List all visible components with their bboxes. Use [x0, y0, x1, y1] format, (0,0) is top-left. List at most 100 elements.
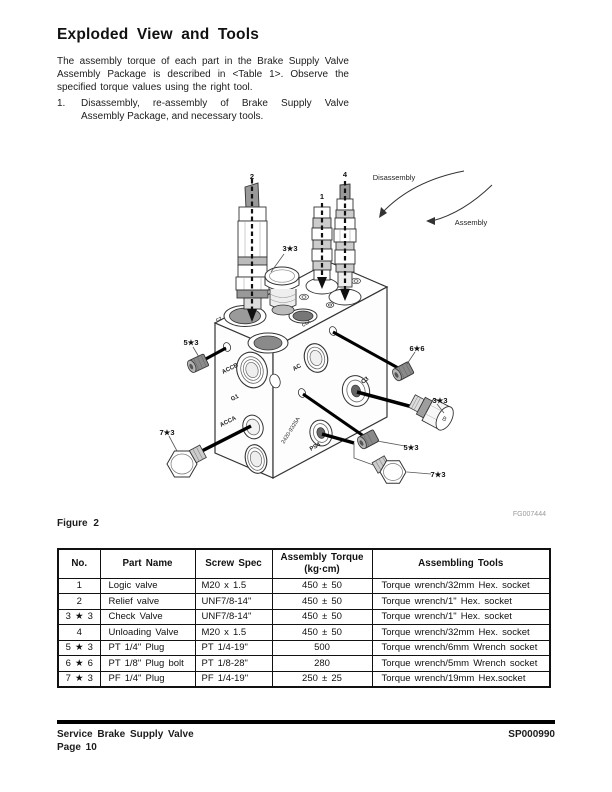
- callout-7-3-right: 7★3: [430, 470, 445, 479]
- callout-2: 2: [250, 172, 254, 181]
- table-row: 7 ★ 3 PF 1/4" Plug PF 1/4-19" 250 ± 25 T…: [57, 670, 551, 687]
- cell-no: 2: [57, 593, 101, 610]
- cell-part: Check Valve: [99, 608, 196, 625]
- list-line: Disassembly, re-assembly of Brake Supply…: [81, 98, 349, 109]
- header-torque-line2: (kg·cm): [304, 563, 340, 575]
- list-item-text: Disassembly, re-assembly of Brake Supply…: [81, 98, 349, 124]
- figure-caption: Figure 2: [57, 518, 99, 529]
- cell-no: 3 ★ 3: [57, 608, 101, 625]
- plug-pt18-right: [392, 361, 415, 382]
- list-item-number: 1.: [57, 98, 66, 109]
- table-row: 3 ★ 3 Check Valve UNF7/8-14" 450 ± 50 To…: [57, 608, 551, 625]
- cell-screw: M20 x 1.5: [194, 624, 273, 641]
- port-acca: [242, 414, 264, 440]
- table-row: 5 ★ 3 PT 1/4" Plug PT 1/4-19" 500 Torque…: [57, 639, 551, 656]
- cell-torque: 500: [271, 639, 373, 656]
- cell-tools: Torque wrench/6mm Wrench socket: [371, 639, 551, 656]
- cell-part: Unloading Valve: [99, 624, 196, 641]
- check-valve-3: [264, 266, 300, 316]
- footer-doc-code: SP000990: [508, 729, 555, 740]
- port-label-c2: C2: [215, 315, 223, 322]
- table-row: 1 Logic valve M20 x 1.5 450 ± 50 Torque …: [57, 577, 551, 594]
- cell-screw: PF 1/4-19": [194, 670, 273, 687]
- port-label-g1: G1: [230, 394, 240, 403]
- exploded-view-diagram: C2 C5A ACCB G1 ACCA: [159, 170, 546, 518]
- cell-tools: Torque wrench/32mm Hex. socket: [371, 624, 551, 641]
- left-face-ports: ACCB G1 ACCA: [219, 342, 268, 474]
- assembly-torque-table: No. Part Name Screw Spec Assembly Torque…: [57, 548, 551, 688]
- cell-torque: 450 ± 50: [271, 577, 373, 594]
- cell-screw: M20 x 1.5: [194, 577, 273, 594]
- cell-screw: PT 1/8-28": [194, 655, 273, 672]
- cell-no: 7 ★ 3: [57, 670, 101, 687]
- cartridge-2-relief-valve: [235, 179, 270, 322]
- plug-pt14-left: [187, 353, 209, 373]
- callout-4: 4: [343, 170, 348, 179]
- cell-torque: 450 ± 50: [271, 593, 373, 610]
- page-title: Exploded View and Tools: [57, 26, 260, 43]
- header-assembly-torque: Assembly Torque (kg·cm): [271, 548, 373, 579]
- footer-page-number: Page 10: [57, 742, 97, 753]
- header-screw-spec: Screw Spec: [194, 548, 273, 579]
- bolt-hole: [325, 302, 335, 308]
- list-line: Assembly Package, and necessary tools.: [81, 110, 264, 122]
- disassembly-arrow: [379, 170, 465, 218]
- disassembly-label: Disassembly: [373, 173, 416, 182]
- plug-pf14-left: [166, 444, 207, 478]
- port-c3: [341, 375, 371, 407]
- right-face-ports: AC C3 PS4 2420-9325A: [269, 326, 371, 453]
- callout-3-3-right: 3★3: [432, 396, 447, 405]
- table-header-row: No. Part Name Screw Spec Assembly Torque…: [57, 548, 551, 579]
- cell-torque: 280: [271, 655, 373, 672]
- cell-torque: 250 ± 25: [271, 670, 373, 687]
- cell-torque: 450 ± 50: [271, 624, 373, 641]
- footer-product: Service Brake Supply Valve: [57, 729, 194, 740]
- callout-5-3-bottom: 5★3: [403, 443, 418, 452]
- header-no: No.: [57, 548, 101, 579]
- table-row: 4 Unloading Valve M20 x 1.5 450 ± 50 Tor…: [57, 624, 551, 641]
- exploded-view-figure: C2 C5A ACCB G1 ACCA: [60, 155, 560, 535]
- port-accb: [236, 351, 268, 389]
- cell-no: 4: [57, 624, 101, 641]
- cell-screw: UNF7/8-14": [194, 608, 273, 625]
- port-ac: [303, 343, 329, 373]
- port-label-c5a: C5A: [301, 319, 312, 328]
- intro-line: The assembly torque of each part in the …: [57, 56, 349, 67]
- cell-part: PF 1/4" Plug: [99, 670, 196, 687]
- plug-pf14-right: [371, 455, 407, 484]
- cell-tools: Torque wrench/32mm Hex. socket: [371, 577, 551, 594]
- bolt-hole: [351, 277, 361, 285]
- assembly-arrow: [426, 184, 493, 225]
- cell-tools: Torque wrench/5mm Wrench socket: [371, 655, 551, 672]
- port-label-c3: C3: [361, 376, 371, 386]
- port-label-ac: AC: [292, 363, 303, 373]
- cell-part: Logic valve: [99, 577, 196, 594]
- callout-5-3-left: 5★3: [183, 338, 198, 347]
- cell-no: 1: [57, 577, 101, 594]
- leader-lines: [168, 253, 445, 475]
- figure-code: FG007444: [513, 511, 546, 518]
- cell-no: 6 ★ 6: [57, 655, 101, 672]
- intro-paragraph: The assembly torque of each part in the …: [57, 56, 349, 95]
- cartridge-4-unloading-valve: [333, 181, 357, 301]
- cell-part: Relief valve: [99, 593, 196, 610]
- cartridge-1-logic-valve: [311, 203, 333, 289]
- cell-part: PT 1/8" Plug bolt: [99, 655, 196, 672]
- intro-line: specified torque values using the right …: [57, 81, 253, 93]
- cell-torque: 450 ± 50: [271, 608, 373, 625]
- intro-line: Assembly Package is described in <Table …: [57, 68, 349, 80]
- assembly-label: Assembly: [455, 218, 488, 227]
- cell-tools: Torque wrench/19mm Hex.socket: [371, 670, 551, 687]
- port-label-ps4: PS4: [309, 442, 322, 453]
- header-torque-line1: Assembly Torque: [280, 552, 364, 563]
- callout-1: 1: [320, 192, 324, 201]
- plug-check-valve-right: B: [408, 394, 454, 431]
- header-part-name: Part Name: [99, 548, 196, 579]
- callout-7-3-left: 7★3: [159, 428, 174, 437]
- plug-pt14-bottom: [357, 429, 380, 450]
- table-row: 2 Relief valve UNF7/8-14" 450 ± 50 Torqu…: [57, 593, 551, 610]
- plug-face-mark-b: B: [441, 416, 447, 423]
- cell-tools: Torque wrench/1" Hex. socket: [371, 593, 551, 610]
- valve-block: [213, 261, 389, 480]
